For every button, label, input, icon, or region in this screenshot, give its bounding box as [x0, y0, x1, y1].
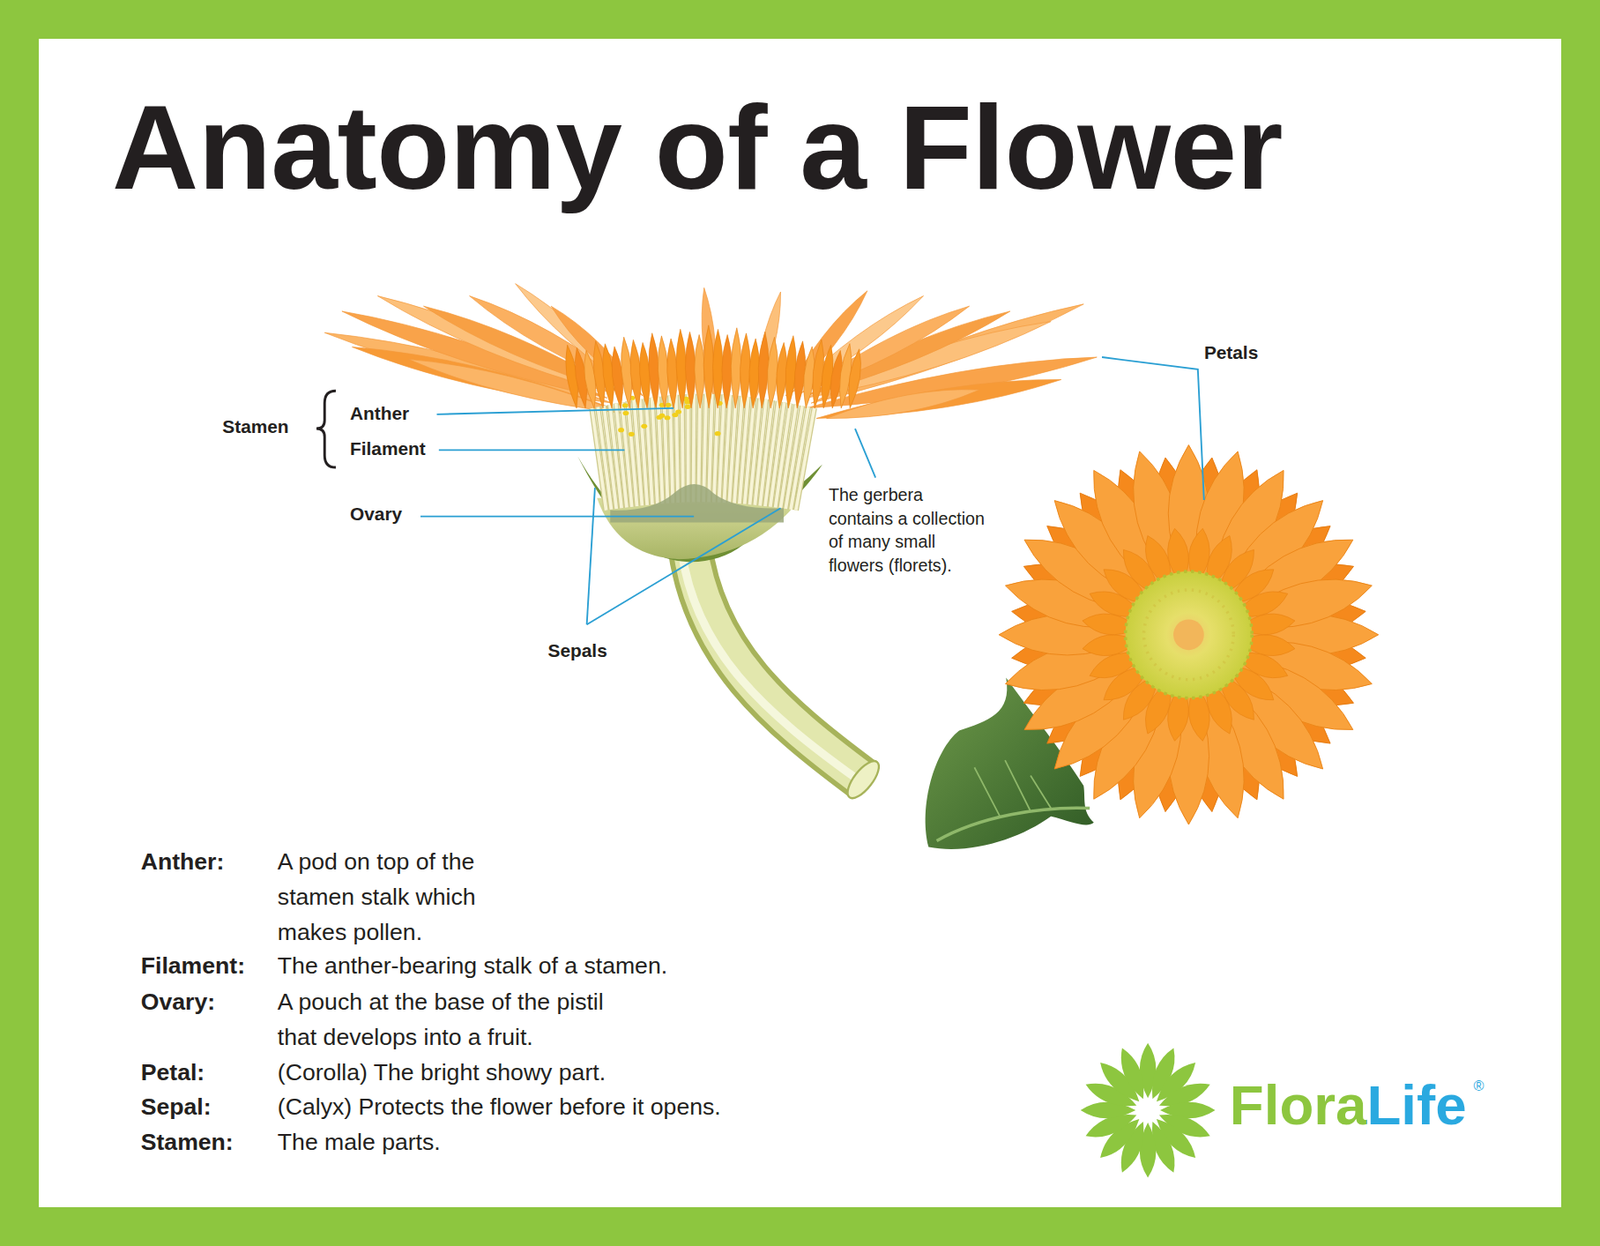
- disc-floret: [639, 342, 650, 408]
- logo-sunburst: [1080, 1042, 1216, 1178]
- disc-floret: [766, 336, 778, 409]
- glossary-term: Petal:: [141, 1055, 205, 1091]
- leaf-vein: [974, 759, 1051, 817]
- filament: [682, 394, 684, 502]
- diagram-title: Anatomy of a Flower: [111, 87, 1283, 208]
- filament: [703, 394, 707, 503]
- leader-line: [439, 448, 626, 451]
- logo-ray: [1121, 1048, 1145, 1100]
- stem-highlight: [681, 550, 856, 778]
- cross-section-petals-back: [324, 283, 1097, 419]
- disc-center: [1173, 618, 1205, 650]
- anther-dot: [622, 402, 629, 408]
- part-label: Filament: [349, 437, 426, 461]
- part-label: Petals: [1204, 341, 1258, 365]
- disc-rim: [1125, 571, 1252, 698]
- glossary-definition: A pouch at the base of the pistil that d…: [277, 984, 630, 1056]
- anther-dot: [617, 427, 625, 432]
- stem-outline: [690, 545, 864, 780]
- disc-floret: [785, 335, 797, 409]
- leader-line: [420, 515, 694, 518]
- disc-floret: [730, 327, 742, 409]
- stem-body: [690, 545, 864, 780]
- anther-dot: [671, 412, 678, 417]
- part-label: Sepals: [548, 639, 608, 663]
- disc-floret: [703, 325, 715, 409]
- leader-line: [1101, 357, 1205, 500]
- glossary-definition: The male parts.: [277, 1124, 841, 1161]
- disc-floret: [794, 341, 805, 409]
- filament: [708, 394, 713, 503]
- disc-floret: [684, 331, 696, 409]
- part-label: Anther: [349, 401, 410, 425]
- logo-text: FloraLife: [1229, 1069, 1467, 1140]
- disc-floret: [740, 333, 752, 409]
- leader-line: [855, 428, 876, 478]
- disc-floret: [848, 349, 862, 409]
- glossary-term: Sepal:: [141, 1089, 212, 1125]
- glossary-term: Stamen:: [141, 1124, 234, 1161]
- leader-line: [587, 507, 782, 625]
- anther-dot: [714, 431, 722, 436]
- anther-dot: [664, 415, 671, 420]
- disc: [1125, 571, 1252, 698]
- leader-lines: [420, 357, 1205, 625]
- disc-floret: [749, 338, 760, 409]
- filament: [669, 394, 673, 503]
- filament: [796, 408, 815, 511]
- filament: [663, 395, 668, 504]
- anther-dot: [628, 431, 635, 437]
- cross-section-petals-front: [565, 325, 862, 409]
- disc-floret: [657, 335, 669, 409]
- anther-dot: [665, 402, 672, 408]
- glossary-term: Ovary:: [141, 984, 216, 1020]
- disc-floret: [713, 328, 724, 409]
- anther-dot: [655, 415, 663, 420]
- leader-line: [437, 408, 674, 415]
- disc-floret: [667, 338, 678, 409]
- disc-floret: [721, 334, 733, 409]
- filament: [682, 394, 684, 502]
- leader-line: [587, 487, 596, 625]
- stem-cut: [841, 756, 885, 804]
- glossary-term: Anther:: [141, 844, 225, 880]
- glossary-definition: (Corolla) The bright showy part.: [277, 1055, 841, 1091]
- callout-note: The gerbera contains a collection of man…: [828, 483, 989, 578]
- registered-mark: ®: [1473, 1076, 1484, 1094]
- disc-floret: [676, 328, 687, 409]
- disc-dots: [1143, 589, 1234, 680]
- front-flower: [998, 445, 1378, 825]
- filament: [669, 394, 673, 503]
- disc-floret: [694, 334, 706, 409]
- stem: [681, 545, 885, 803]
- group-label: Stamen: [222, 415, 289, 439]
- glossary-definition: The anther-bearing stalk of a stamen.: [277, 948, 841, 984]
- glossary-term: Filament:: [141, 948, 246, 984]
- disc-floret: [648, 333, 660, 409]
- flower-disc: [1125, 571, 1252, 698]
- filament: [796, 408, 815, 511]
- filament: [708, 394, 713, 503]
- filament: [663, 395, 668, 504]
- glossary-definition: (Calyx) Protects the flower before it op…: [277, 1089, 841, 1125]
- part-label: Ovary: [349, 502, 402, 526]
- bracket: [316, 390, 336, 468]
- anther-dot: [684, 404, 692, 410]
- filament: [703, 394, 707, 503]
- disc-floret: [758, 331, 769, 409]
- anther-dot: [622, 410, 629, 416]
- leaf-vein: [937, 807, 1091, 841]
- glossary-definition: A pod on top of the stamen stalk which m…: [277, 844, 501, 951]
- anther-dot: [640, 424, 648, 429]
